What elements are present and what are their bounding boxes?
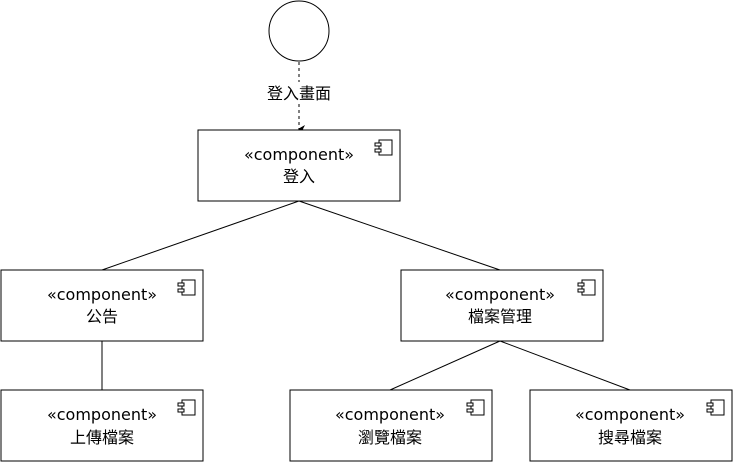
component-name: 上傳檔案 <box>70 428 134 447</box>
component-stereotype: «component» <box>335 405 445 424</box>
component-files[interactable]: «component» 檔案管理 <box>400 269 604 342</box>
component-name: 搜尋檔案 <box>598 428 662 447</box>
uml-component-icon <box>177 279 196 296</box>
edge-login-to-files <box>298 200 501 271</box>
connections <box>101 62 631 391</box>
initial-node[interactable] <box>268 0 330 62</box>
component-name: 瀏覽檔案 <box>358 428 422 447</box>
component-stereotype: «component» <box>575 405 685 424</box>
uml-component-icon <box>706 399 725 416</box>
entry-edge-label-text: 登入畫面 <box>267 84 331 103</box>
component-name: 登入 <box>283 167 315 186</box>
uml-component-icon <box>374 139 393 156</box>
component-stereotype: «component» <box>244 145 354 164</box>
uml-component-icon <box>577 279 596 296</box>
uml-component-icon <box>177 399 196 416</box>
component-browse[interactable]: «component» 瀏覽檔案 <box>289 389 493 462</box>
component-search[interactable]: «component» 搜尋檔案 <box>529 389 733 462</box>
component-login[interactable]: «component» 登入 <box>197 129 401 202</box>
component-name: 檔案管理 <box>468 307 532 326</box>
component-upload[interactable]: «component» 上傳檔案 <box>0 389 204 462</box>
component-stereotype: «component» <box>445 285 555 304</box>
edge-login-to-notice <box>101 200 300 271</box>
component-notice[interactable]: «component» 公告 <box>0 269 204 342</box>
component-name: 公告 <box>86 307 118 326</box>
component-stereotype: «component» <box>47 405 157 424</box>
component-stereotype: «component» <box>47 285 157 304</box>
edge-files-to-browse <box>389 340 501 391</box>
uml-component-icon <box>466 399 485 416</box>
edge-files-to-search <box>499 340 631 391</box>
entry-edge-label: 登入畫面 <box>258 82 340 104</box>
